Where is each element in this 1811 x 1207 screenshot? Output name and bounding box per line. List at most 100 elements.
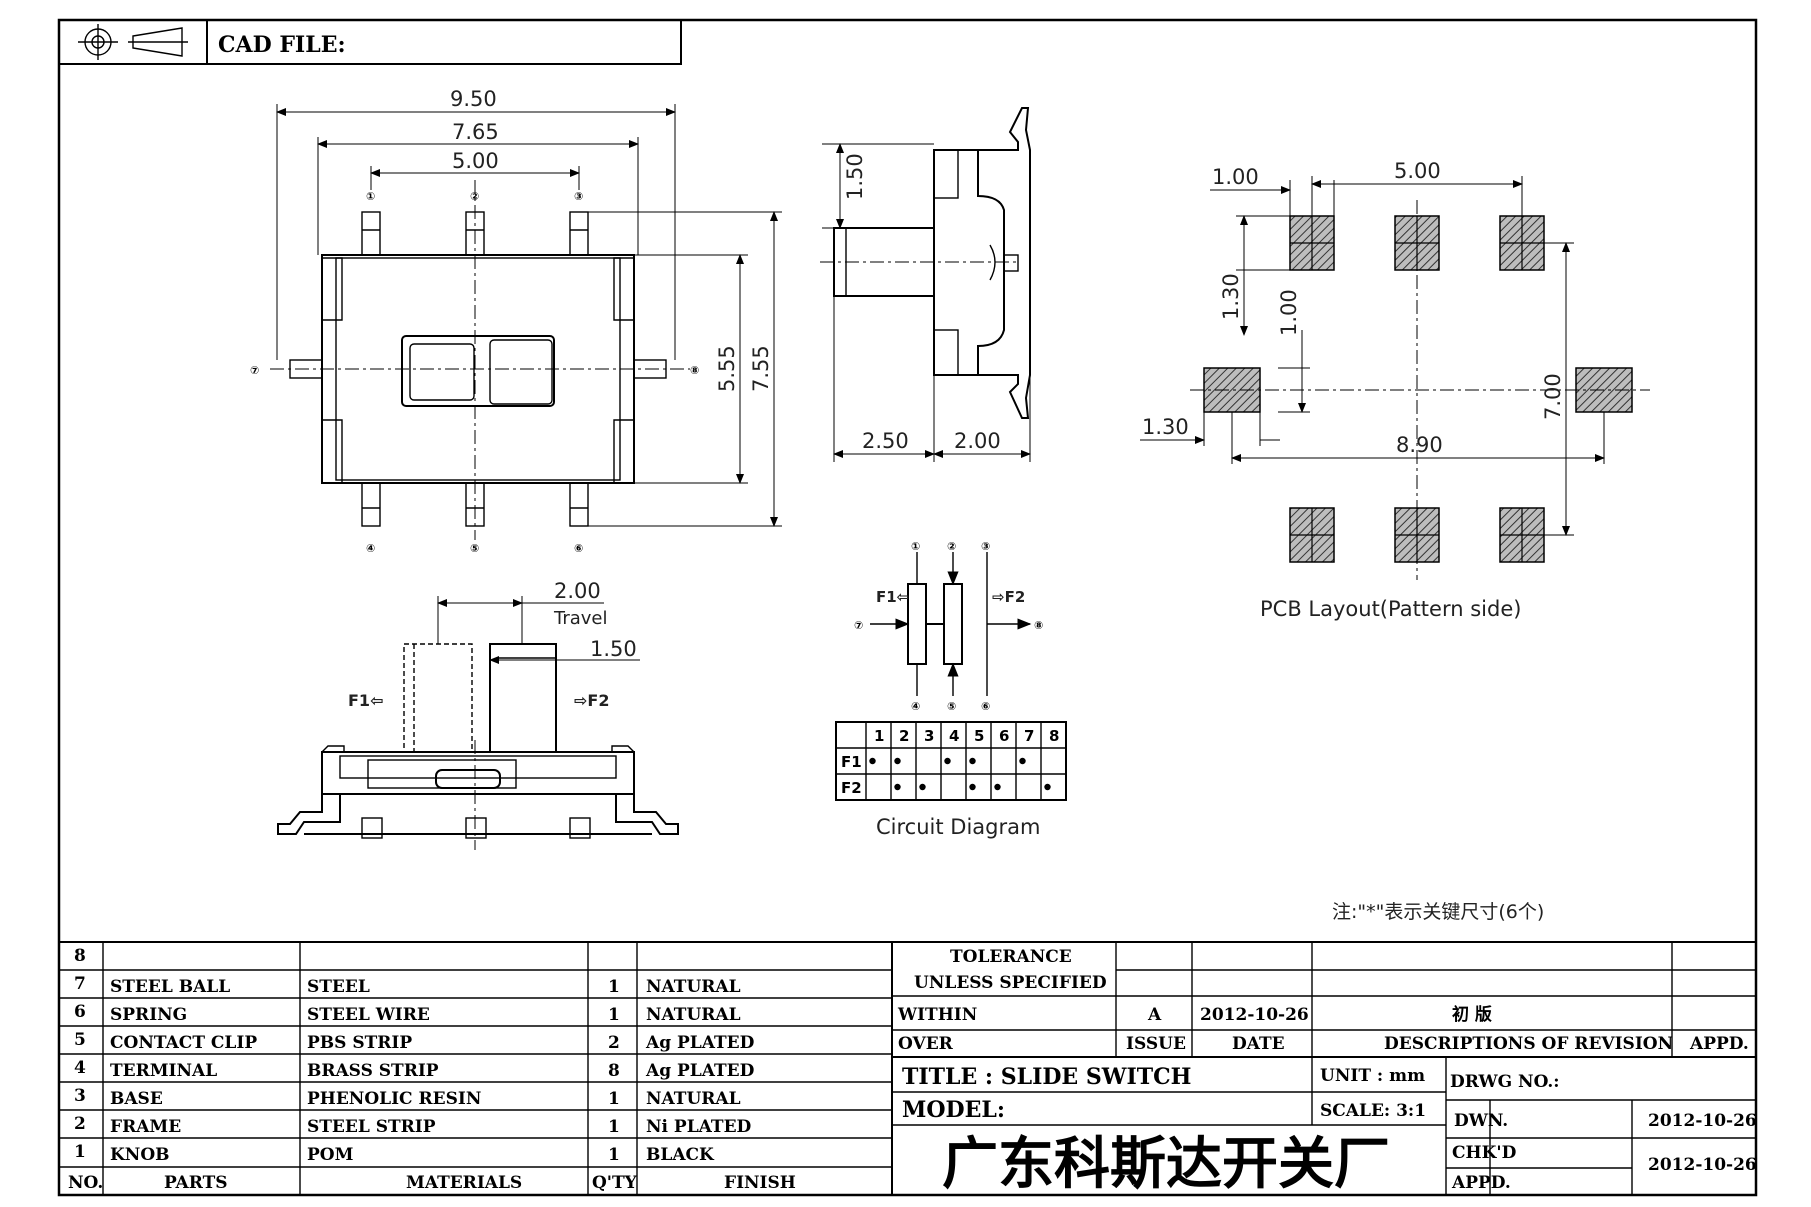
drawn-date: 2012-10-26 [1648, 1111, 1757, 1131]
switching-table-dot [1044, 783, 1051, 791]
top-view: ① ② ③ ④ ⑤ ⑥ ⑦ ⑧ 9.50 7.65 5.00 5.55 7.55 [250, 87, 782, 555]
parts-cell-finish: NATURAL [646, 1005, 741, 1025]
switching-table-header: 6 [999, 727, 1009, 745]
switching-table-row-label: F2 [841, 779, 862, 797]
pin-8-label: ⑧ [690, 364, 699, 377]
parts-cell-no: 2 [74, 1114, 86, 1134]
circuit-pin-7: ⑦ [854, 619, 863, 632]
switching-table-header: 4 [949, 727, 959, 745]
parts-cell-part: FRAME [110, 1117, 181, 1137]
cad-file-label: CAD FILE: [218, 32, 346, 58]
parts-cell-part: KNOB [110, 1145, 170, 1165]
revision-date: 2012-10-26 [1200, 1005, 1309, 1025]
scale-label: SCALE: 3:1 [1320, 1101, 1426, 1121]
parts-cell-qty: 1 [608, 1005, 620, 1025]
switching-table-dot [869, 757, 876, 765]
col-finish-header: FINISH [724, 1173, 796, 1193]
circuit-pin-1: ① [911, 540, 920, 553]
f1-direction-label: F1⇦ [348, 691, 383, 710]
parts-cell-finish: BLACK [646, 1145, 715, 1165]
pin-7-label: ⑦ [250, 364, 259, 377]
parts-cell-material: BRASS STRIP [307, 1061, 439, 1081]
switching-table-dot [894, 783, 901, 791]
pcb-layout: 1.00 5.00 1.30 1.00 7.00 1.30 8.90 PCB L… [1140, 159, 1650, 621]
company-name: 广东科斯达开关厂 [942, 1132, 1390, 1197]
dim-9-50: 9.50 [450, 87, 497, 111]
switching-table-dot [969, 783, 976, 791]
circuit-pin-3: ③ [981, 540, 990, 553]
switching-table-dot [994, 783, 1001, 791]
pin-6-label: ⑥ [574, 542, 583, 555]
revision-description: 初 版 [1452, 1004, 1492, 1025]
descriptions-header: DESCRIPTIONS OF REVISION [1384, 1034, 1673, 1054]
switching-table-header: 1 [874, 727, 884, 745]
parts-cell-no: 7 [74, 974, 86, 994]
parts-cell-part: STEEL BALL [110, 977, 230, 997]
parts-cell-material: STEEL WIRE [307, 1005, 430, 1025]
drwg-no-label: DRWG NO.: [1450, 1072, 1560, 1092]
pin-4-label: ④ [366, 542, 375, 555]
title-block: TOLERANCE UNLESS SPECIFIED WITHIN OVER A… [891, 941, 1757, 1197]
parts-cell-qty: 1 [608, 1117, 620, 1137]
dim-2-50: 2.50 [862, 429, 909, 453]
dim-7-55: 7.55 [749, 345, 773, 392]
model-label: MODEL: [902, 1097, 1005, 1123]
key-dimension-note: 注:"*"表示关键尺寸(6个) [1332, 901, 1544, 923]
parts-cell-no: 8 [74, 946, 86, 966]
dim-5-00-top: 5.00 [452, 149, 499, 173]
parts-cell-finish: Ni PLATED [646, 1117, 752, 1137]
pin-1-label: ① [366, 190, 375, 203]
switching-table-border [835, 721, 1067, 801]
unit-label: UNIT : mm [1320, 1066, 1425, 1086]
parts-cell-finish: Ag PLATED [645, 1061, 755, 1081]
pcb-caption: PCB Layout(Pattern side) [1260, 597, 1521, 621]
switching-table-dot [1019, 757, 1026, 765]
drawing-title: TITLE : SLIDE SWITCH [902, 1064, 1191, 1090]
pcb-dim-7-00: 7.00 [1541, 373, 1565, 420]
circuit-pin-5: ⑤ [947, 700, 956, 713]
front-view: 2.00 Travel 1.50 F1⇦ ⇨F2 [277, 579, 679, 850]
pcb-dim-5-00: 5.00 [1394, 159, 1441, 183]
parts-cell-no: 6 [74, 1002, 86, 1022]
travel-label: Travel [553, 608, 608, 629]
side-view: 1.50 2.50 2.00 [820, 107, 1031, 462]
dim-7-65: 7.65 [452, 120, 499, 144]
pin-3-label: ③ [574, 190, 583, 203]
dim-travel-2-00: 2.00 [554, 579, 601, 603]
checked-date: 2012-10-26 [1648, 1155, 1757, 1175]
within-label: WITHIN [897, 1005, 977, 1025]
revision-letter: A [1147, 1005, 1162, 1025]
switching-table-row-label: F1 [841, 753, 862, 771]
circuit-caption: Circuit Diagram [876, 815, 1040, 839]
pcb-dim-1-00-vert: 1.00 [1277, 289, 1301, 336]
circuit-f1-label: F1⇦ [876, 588, 909, 606]
pcb-dim-1-30-vert: 1.30 [1219, 273, 1243, 320]
switching-table-header: 2 [899, 727, 909, 745]
col-materials-header: MATERIALS [406, 1173, 522, 1193]
unless-specified-label: UNLESS SPECIFIED [914, 973, 1107, 993]
parts-cell-material: POM [307, 1145, 354, 1165]
switching-table-header: 3 [924, 727, 934, 745]
circuit-f2-label: ⇨F2 [992, 588, 1025, 606]
over-label: OVER [898, 1034, 954, 1054]
parts-cell-no: 4 [74, 1058, 86, 1078]
parts-cell-qty: 8 [608, 1061, 620, 1081]
col-parts-header: PARTS [164, 1173, 228, 1193]
pin-5-label: ⑤ [470, 542, 479, 555]
dim-5-55: 5.55 [715, 345, 739, 392]
col-no-header: NO. [68, 1173, 103, 1193]
circuit-pin-2: ② [947, 540, 956, 553]
circuit-pin-6: ⑥ [981, 700, 990, 713]
parts-cell-material: PHENOLIC RESIN [307, 1089, 481, 1109]
parts-cell-part: TERMINAL [110, 1061, 217, 1081]
switching-table-dot [969, 757, 976, 765]
parts-cell-material: STEEL STRIP [307, 1117, 436, 1137]
circuit-pin-8: ⑧ [1034, 619, 1043, 632]
dim-knob-1-50: 1.50 [590, 637, 637, 661]
parts-cell-part: SPRING [110, 1005, 187, 1025]
switching-table-dot [919, 783, 926, 791]
pin-2-label: ② [470, 190, 479, 203]
